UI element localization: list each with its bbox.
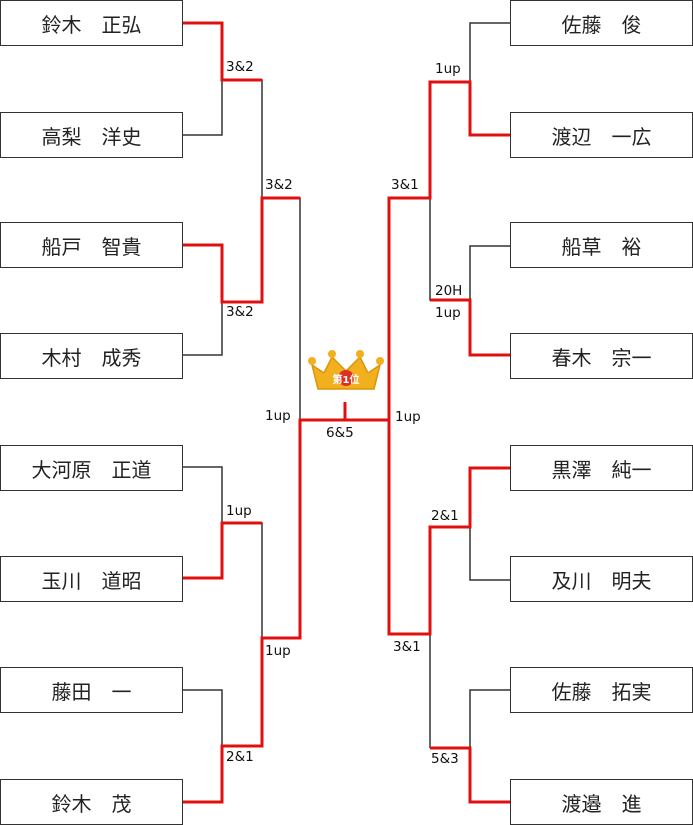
score-r-r2-b: 3&1 [393,639,421,655]
player-l3: 船戸 智貴 [0,222,183,268]
player-r3: 船草 裕 [510,222,693,268]
player-r1: 佐藤 俊 [510,0,693,46]
score-r-sf: 1up [395,409,421,425]
score-l-r1-a: 3&2 [226,59,254,75]
crown-label: 第1位 [333,373,360,386]
score-r-r1-b2: 1up [435,305,461,321]
player-r2: 渡辺 一広 [510,112,693,158]
score-r-r1-a: 1up [435,61,461,77]
score-l-r2-b: 1up [265,643,291,659]
score-l-r1-d: 2&1 [226,749,254,765]
player-r5: 黒澤 純一 [510,445,693,491]
player-l8: 鈴木 茂 [0,779,183,825]
score-r-r1-c: 2&1 [431,508,459,524]
player-l7: 藤田 一 [0,667,183,713]
player-r7: 佐藤 拓実 [510,667,693,713]
player-r4: 春木 宗一 [510,333,693,379]
player-l4: 木村 成秀 [0,333,183,379]
score-r-r1-b1: 20H [435,283,463,299]
score-r-r1-d: 5&3 [431,751,459,767]
score-final: 6&5 [326,425,354,441]
player-l5: 大河原 正道 [0,445,183,491]
player-l2: 高梨 洋史 [0,112,183,158]
player-l6: 玉川 道昭 [0,556,183,602]
player-l1: 鈴木 正弘 [0,0,183,46]
bracket-lines-red [183,21,510,804]
score-l-r1-b: 3&2 [226,304,254,320]
score-l-r2-a: 3&2 [265,177,293,193]
score-l-sf: 1up [265,408,291,424]
player-r6: 及川 明夫 [510,556,693,602]
crown-icon: 第1位 [308,350,384,390]
score-r-r2-a: 3&1 [391,177,419,193]
score-l-r1-c: 1up [226,503,252,519]
player-r8: 渡邉 進 [510,779,693,825]
